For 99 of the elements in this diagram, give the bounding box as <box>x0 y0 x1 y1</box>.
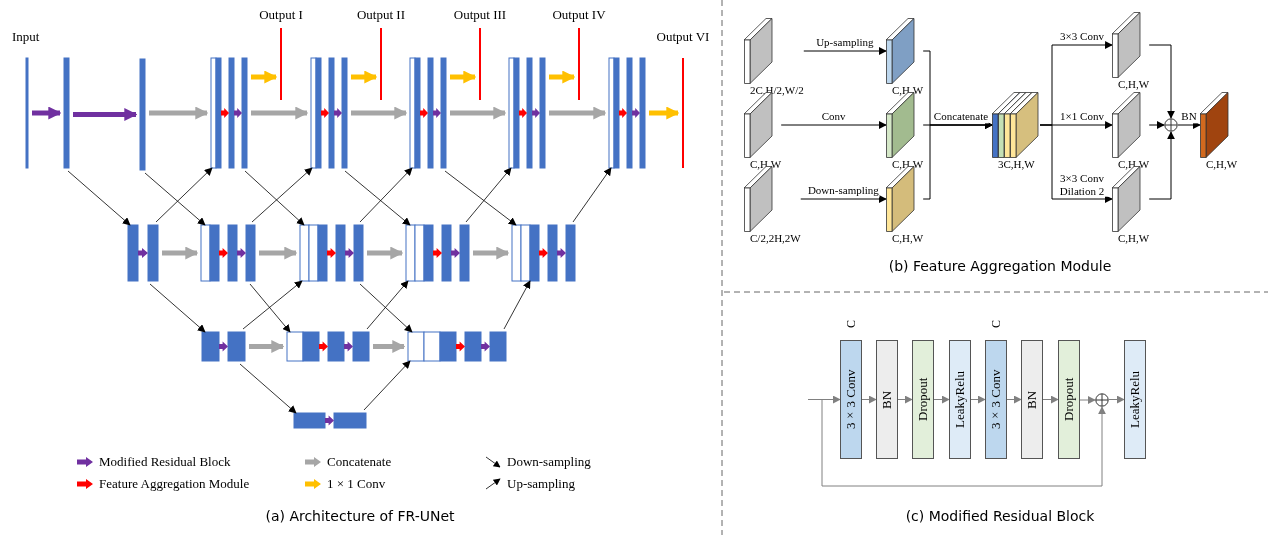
size-label: C,H,W <box>1205 158 1238 171</box>
legend-label: Down-sampling <box>507 455 591 470</box>
arrow <box>861 395 877 404</box>
layer-box: 3×3 Conv <box>840 340 862 459</box>
output-label: Output I <box>259 8 303 23</box>
edge-label: Conv <box>820 110 847 123</box>
feature-map-stack <box>508 57 546 169</box>
size-label: C,H,W <box>891 158 924 171</box>
arrow <box>549 106 607 120</box>
size-label: C,H,W <box>891 84 924 97</box>
arrow <box>1006 395 1022 404</box>
arrow <box>249 340 285 353</box>
layer-box: LeakyRelu <box>1124 340 1146 459</box>
arrow <box>1042 395 1059 404</box>
feature-map-stack <box>511 224 576 282</box>
size-label: C,H,W <box>1117 158 1150 171</box>
layer-box: LeakyRelu <box>949 340 971 459</box>
arrow <box>803 47 887 55</box>
figure-caption: (b) Feature Aggregation Module <box>888 258 1112 275</box>
figure-caption: (a) Architecture of FR-UNet <box>265 508 455 525</box>
arrow <box>259 246 298 260</box>
arrow <box>1148 44 1175 119</box>
arrow <box>807 395 841 404</box>
size-label: C,H,W <box>749 158 782 171</box>
arrow <box>649 106 680 120</box>
feature-map-bar <box>139 58 146 171</box>
layer-box: Dropout <box>1058 340 1080 459</box>
feature-map-stack <box>299 224 364 282</box>
arrow <box>1079 396 1096 404</box>
arrow <box>149 106 209 120</box>
arrow <box>367 246 404 260</box>
input-label: Input <box>12 30 40 45</box>
arrow <box>351 106 408 120</box>
feature-map-stack <box>608 57 646 169</box>
arrow <box>450 70 477 84</box>
sum-symbol <box>1095 393 1109 407</box>
feature-map-stack <box>127 224 159 282</box>
size-label: C/2,2H,2W <box>749 232 801 245</box>
sum-symbol <box>1164 118 1178 132</box>
feature-map-stack <box>310 57 348 169</box>
arrow <box>251 70 278 84</box>
output-label: Output III <box>453 8 507 23</box>
figure-caption: (c) Modified Residual Block <box>905 508 1095 525</box>
edge-label: Concatenate <box>932 110 990 123</box>
legend-label: Up-sampling <box>507 477 575 492</box>
legend-label: Modified Residual Block <box>99 455 231 470</box>
edge-label: Up-sampling <box>815 36 875 49</box>
feature-map-stack <box>286 331 370 362</box>
size-label: 3C,H,W <box>997 158 1036 171</box>
feature-map-stack <box>407 331 507 362</box>
edge-label: 3×3 Conv <box>1059 30 1105 43</box>
feature-map-stack <box>200 224 256 282</box>
arrow <box>32 106 62 120</box>
layer-box: BN <box>1021 340 1043 459</box>
feature-map-stack <box>210 57 248 169</box>
channel-label: C <box>845 320 859 328</box>
arrow <box>73 108 138 121</box>
arrow <box>373 340 406 353</box>
arrow <box>800 195 887 203</box>
arrow <box>1148 121 1165 129</box>
arrow <box>1039 124 1113 203</box>
feature-map-stack <box>293 412 367 429</box>
arrow <box>1177 121 1201 129</box>
legend-label: Concatenate <box>327 455 392 470</box>
layer-box: 3×3 Conv <box>985 340 1007 459</box>
feature-map-stack <box>201 331 246 362</box>
arrow <box>922 121 993 200</box>
edge-label: Down-sampling <box>806 184 880 197</box>
layer-box: BN <box>876 340 898 459</box>
output-label: Output IV <box>552 8 606 23</box>
size-label: C,H,W <box>1117 78 1150 91</box>
arrow <box>351 70 378 84</box>
size-label: 2C,H/2,W/2 <box>749 84 804 97</box>
arrow <box>549 70 576 84</box>
size-label: C,H,W <box>1117 232 1150 245</box>
arrow <box>970 395 986 404</box>
arrow <box>933 395 950 404</box>
arrow <box>780 121 887 129</box>
feature-map-stack <box>409 57 447 169</box>
arrow <box>821 399 1106 487</box>
edge-label: 1×1 Conv <box>1059 110 1105 123</box>
feature-map-bar <box>63 57 70 169</box>
legend-label: Feature Aggregation Module <box>99 477 250 492</box>
channel-label: C <box>990 320 1004 328</box>
arrow <box>450 106 507 120</box>
arrow <box>251 106 309 120</box>
arrow <box>473 246 510 260</box>
legend-label: 1 × 1 Conv <box>327 477 386 492</box>
feature-map-stack <box>405 224 470 282</box>
arrow <box>1148 131 1175 200</box>
layer-box: Dropout <box>912 340 934 459</box>
feature-map-bar <box>25 57 29 169</box>
arrow <box>1108 395 1125 404</box>
output-label: Output VI <box>656 30 710 45</box>
arrow <box>162 246 199 260</box>
arrow <box>897 395 913 404</box>
edge-label: BN <box>1180 110 1198 123</box>
size-label: C,H,W <box>891 232 924 245</box>
output-label: Output II <box>357 8 405 23</box>
